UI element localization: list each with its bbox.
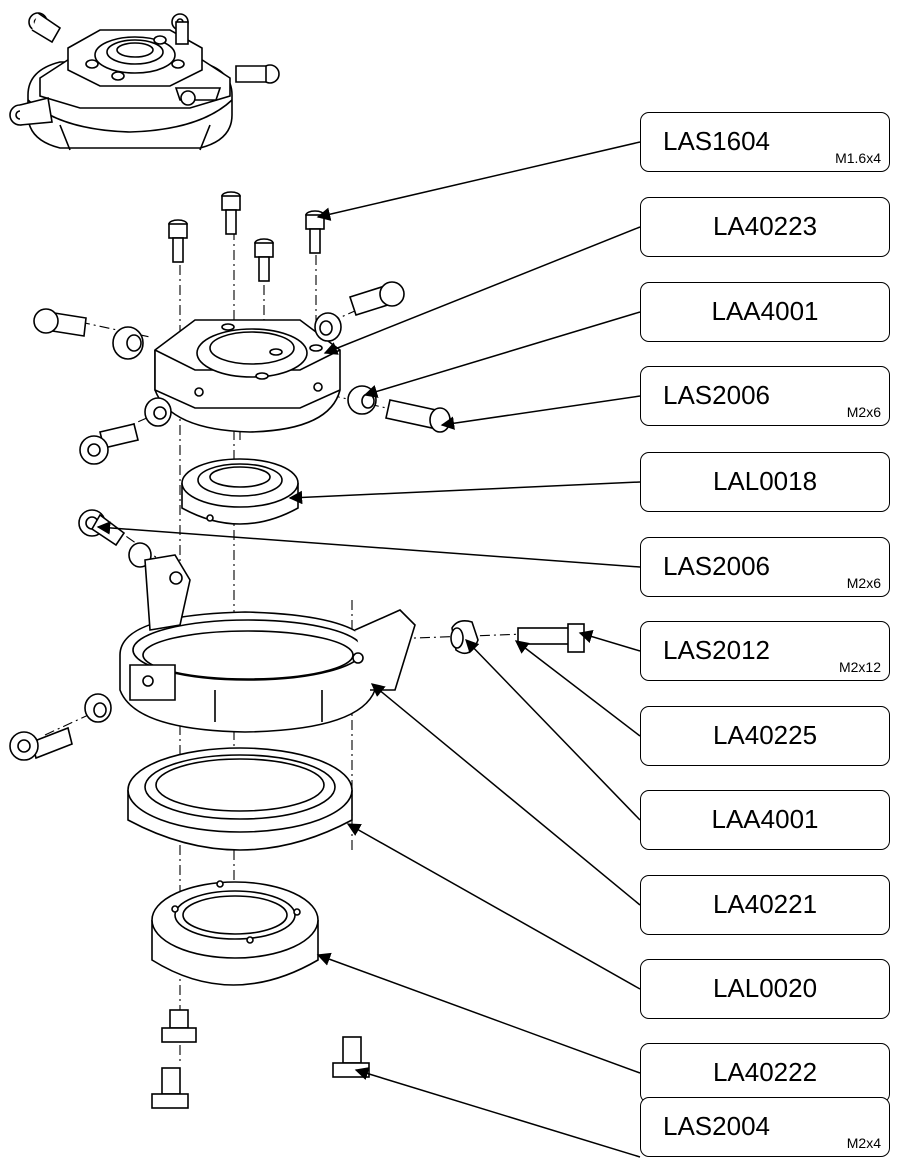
screw-m1-6x4-d	[305, 210, 325, 254]
leader-la40223	[323, 226, 641, 355]
part-number: LA40223	[712, 211, 818, 241]
part-number: LAS2006	[663, 380, 770, 410]
leader-la40225	[514, 640, 641, 737]
callout-box-las2006-upper: LAS2006 M2x6	[640, 366, 890, 426]
leader-la40222	[316, 952, 641, 1074]
leader-lal0018	[288, 481, 641, 505]
leader-las1604	[316, 141, 641, 221]
screw-m2x12	[517, 623, 585, 653]
leader-las2004	[354, 1067, 641, 1158]
side-screw-right-lower	[347, 385, 451, 433]
lens-holder-lal0018	[181, 458, 299, 525]
screw-m2x4-c	[332, 1036, 370, 1078]
part-number: LAA4001	[711, 296, 819, 326]
callout-box-las2006-lower: LAS2006 M2x6	[640, 537, 890, 597]
part-number: LA40221	[712, 889, 818, 919]
callout-box-laa4001-upper: LAA4001	[640, 282, 890, 342]
callout-box-lal0020: LAL0020	[640, 959, 890, 1019]
base-la40222	[151, 880, 319, 986]
part-number: LAS2012	[663, 635, 770, 665]
upper-adjuster-plate	[154, 319, 341, 433]
leader-laa4001-lower	[465, 639, 641, 821]
leader-lal0020	[346, 823, 641, 990]
screw-m1-6x4-b	[221, 191, 241, 235]
screw-size: M2x6	[846, 575, 881, 591]
assembled-mount-thumbnail	[9, 12, 280, 151]
screw-left-lower-ring	[9, 693, 112, 761]
screw-m1-6x4-a	[168, 219, 188, 263]
callout-box-las2004: LAS2004 M2x4	[640, 1097, 890, 1157]
callout-box-la40221: LA40221	[640, 875, 890, 935]
callout-box-las2012: LAS2012 M2x12	[640, 621, 890, 681]
part-number: LAS1604	[663, 126, 770, 156]
part-number: LA40222	[712, 1057, 818, 1087]
side-screw-right-upper	[314, 281, 405, 342]
callout-box-la40225: LA40225	[640, 706, 890, 766]
screw-size: M1.6x4	[835, 150, 881, 166]
callout-box-lal0018: LAL0018	[640, 452, 890, 512]
leader-las2012	[578, 630, 641, 652]
lower-ring-la40221	[119, 554, 416, 733]
callout-box-la40223: LA40223	[640, 197, 890, 257]
screw-m2x4-a	[161, 1009, 197, 1043]
callout-box-la40222: LA40222	[640, 1043, 890, 1103]
leader-lines	[96, 141, 641, 1158]
part-number: LAL0018	[712, 466, 818, 496]
part-number: LAS2004	[663, 1111, 770, 1141]
part-number: LAS2006	[663, 551, 770, 581]
callout-box-laa4001-lower: LAA4001	[640, 790, 890, 850]
callout-box-las1604: LAS1604 M1.6x4	[640, 112, 890, 172]
leader-las2006-upper	[440, 395, 641, 430]
leader-las2006-lower	[96, 521, 641, 568]
part-number: LAL0020	[712, 973, 818, 1003]
part-number: LA40225	[712, 720, 818, 750]
screw-size: M2x6	[846, 404, 881, 420]
leader-laa4001-upper	[363, 311, 641, 398]
leader-la40221	[370, 683, 641, 906]
screw-m1-6x4-c	[254, 238, 274, 282]
screw-m2x6-ring	[78, 509, 152, 568]
side-screw-left-upper	[33, 308, 144, 360]
part-number: LAA4001	[711, 804, 819, 834]
exploded-view	[9, 191, 585, 1109]
screw-size: M2x4	[846, 1135, 881, 1151]
lower-lens-ring-lal0020	[127, 747, 353, 851]
screw-size: M2x12	[838, 659, 881, 675]
screw-m2x4-b	[151, 1067, 189, 1109]
side-screw-left-lower	[79, 397, 172, 465]
